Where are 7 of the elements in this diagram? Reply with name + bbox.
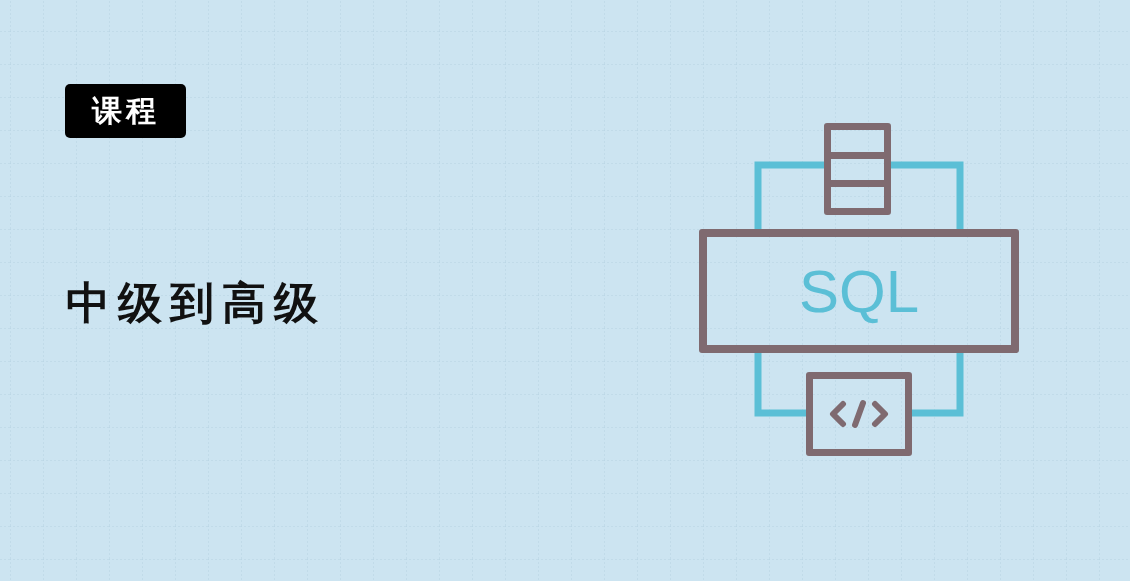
badge-label: 课程 [91,91,160,130]
sql-box [699,229,1019,353]
box-label: SQL [798,256,920,326]
code-box [806,372,912,456]
course-title: 中级到高级 [66,276,327,330]
database-table-icon [824,123,891,215]
course-badge [65,84,186,138]
